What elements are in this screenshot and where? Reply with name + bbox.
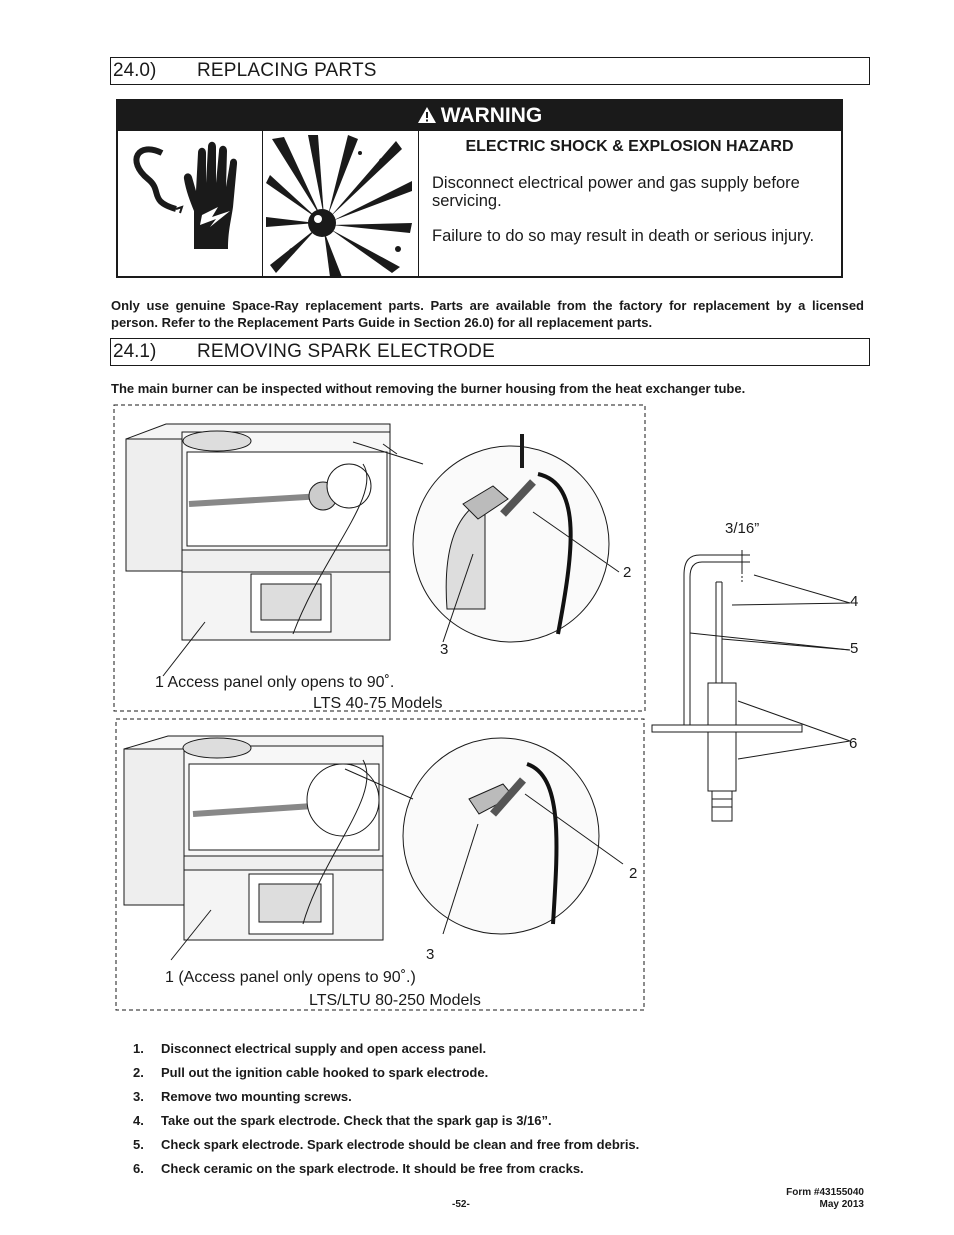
spark-electrode-figure: 2 3 1 Access panel only opens to 90˚. LT…	[113, 404, 646, 1012]
section-header-replacing-parts: 24.0) REPLACING PARTS	[110, 57, 870, 85]
warning-banner-text: WARNING	[440, 104, 543, 127]
warning-box: WARNING	[116, 99, 843, 278]
callout-2-top: 2	[623, 564, 632, 581]
form-number: Form #43155040	[786, 1187, 864, 1198]
warning-triangle-icon	[417, 101, 437, 131]
form-date: May 2013	[819, 1199, 864, 1210]
section-title: REPLACING PARTS	[197, 60, 377, 81]
access-panel-label-bottom: 1 (Access panel only opens to 90˚.)	[165, 969, 416, 986]
section-title: REMOVING SPARK ELECTRODE	[197, 341, 495, 362]
warning-line-consequence: Failure to do so may result in death or …	[432, 227, 815, 245]
callout-3-top: 3	[440, 641, 449, 658]
list-item: 2.Pull out the ignition cable hooked to …	[133, 1065, 489, 1080]
procedure-steps: 1.Disconnect electrical supply and open …	[133, 1041, 853, 1185]
footer-form-info: Form #43155040 May 2013	[786, 1187, 864, 1211]
callout-6: 6	[849, 735, 858, 752]
list-item: 4.Take out the spark electrode. Check th…	[133, 1113, 552, 1128]
section-header-removing-spark-electrode: 24.1) REMOVING SPARK ELECTRODE	[110, 338, 870, 366]
electric-shock-hand-icon	[118, 131, 263, 276]
heater-illustration	[113, 404, 646, 1011]
warning-line-disconnect: Disconnect electrical power and gas supp…	[432, 174, 800, 210]
list-item: 6.Check ceramic on the spark electrode. …	[133, 1161, 584, 1176]
callout-4: 4	[850, 593, 859, 610]
callout-5: 5	[850, 640, 859, 657]
section-number: 24.1)	[113, 341, 157, 362]
page-number: -52-	[452, 1199, 470, 1210]
callout-3-bottom: 3	[426, 946, 435, 963]
electrode-drawing	[651, 550, 851, 822]
models-label-bottom: LTS/LTU 80-250 Models	[309, 992, 481, 1009]
section-number: 24.0)	[113, 60, 157, 81]
hazard-title: ELECTRIC SHOCK & EXPLOSION HAZARD	[465, 138, 794, 155]
explosion-icon	[262, 131, 419, 277]
list-item: 3.Remove two mounting screws.	[133, 1089, 352, 1104]
intro-paragraph: Only use genuine Space-Ray replacement p…	[111, 298, 864, 330]
spark-gap-label: 3/16”	[725, 520, 760, 537]
list-item: 5.Check spark electrode. Spark electrode…	[133, 1137, 640, 1152]
access-panel-label-top: 1 Access panel only opens to 90˚.	[155, 674, 395, 691]
spark-electrode-diagram: 3/16” 4 5 6	[650, 515, 870, 825]
models-label-top: LTS 40-75 Models	[313, 695, 443, 712]
warning-text-area: ELECTRIC SHOCK & EXPLOSION HAZARD Discon…	[418, 131, 841, 276]
section-paragraph: The main burner can be inspected without…	[111, 381, 746, 396]
callout-2-bottom: 2	[629, 865, 638, 882]
warning-banner: WARNING	[118, 101, 841, 131]
list-item: 1.Disconnect electrical supply and open …	[133, 1041, 487, 1056]
